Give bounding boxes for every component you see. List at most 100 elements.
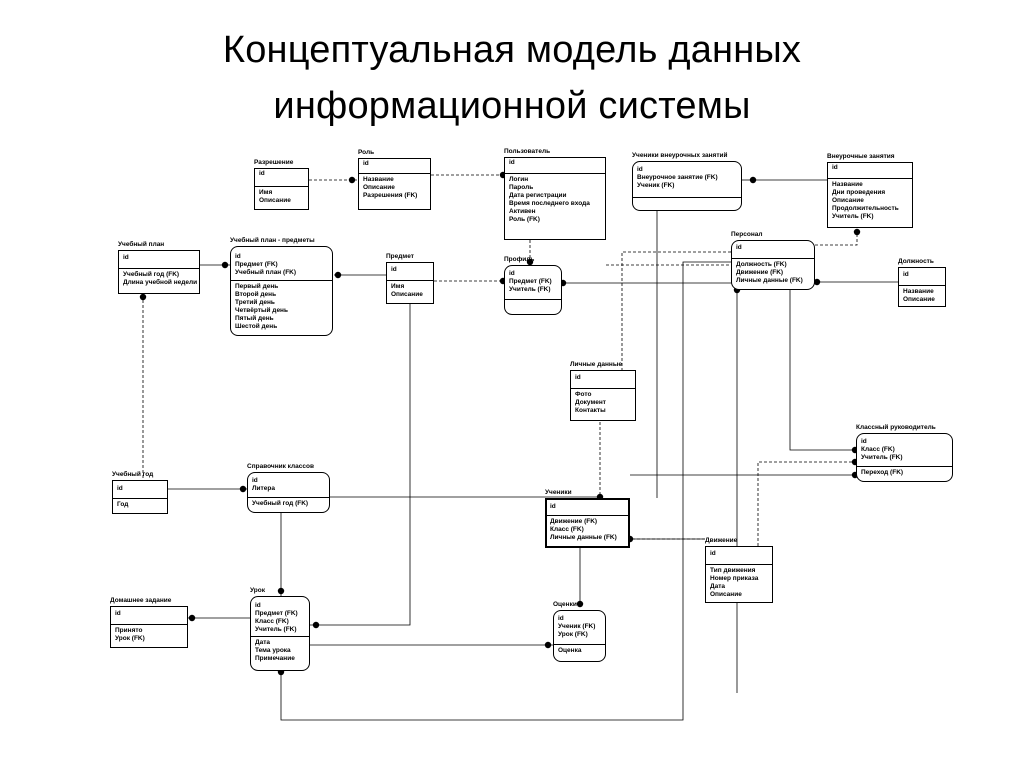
entity-polzovatel: Пользователь id Логин Пароль Дата регист… [504, 148, 606, 240]
entity-urok: Урок id Предмет (FK) Класс (FK) Учитель … [250, 587, 310, 671]
key-attr: id [637, 166, 643, 173]
key-attr: Внеурочное занятие (FK) [637, 174, 718, 181]
entity-name: Движение [705, 537, 738, 544]
attr: Движение (FK) [736, 269, 784, 276]
attr: Второй день [235, 291, 277, 298]
key-attr: id [736, 244, 742, 251]
rel-lichn-personal [621, 251, 734, 371]
entity-domashnee-zadanie: Домашнее задание id Принято Урок (FK) [110, 597, 188, 648]
key-attr: id [235, 253, 241, 260]
attr: Контакты [575, 407, 606, 414]
attr: Описание [710, 591, 742, 598]
key-attr: id [117, 485, 123, 492]
attr: Описание [832, 197, 864, 204]
entity-personal: Персонал id Должность (FK) Движение (FK)… [731, 231, 815, 290]
entity-uchebny-plan: Учебный план id Учебный год (FK) Длина у… [118, 241, 200, 294]
key-attr: id [861, 438, 867, 445]
attr: Роль (FK) [509, 216, 540, 223]
attr: Урок (FK) [115, 635, 145, 642]
entity-name: Пользователь [504, 148, 551, 155]
key-attr: Ученик (FK) [558, 623, 596, 630]
attr: Продолжительность [832, 205, 899, 212]
entity-name: Учебный план [118, 241, 165, 248]
entity-name: Учебный год [112, 471, 154, 478]
attr: Описание [363, 184, 395, 191]
entity-name: Ученики [545, 489, 572, 496]
key-attr: Предмет (FK) [235, 261, 278, 268]
key-attr: Предмет (FK) [255, 610, 298, 617]
attr: Переход (FK) [861, 469, 904, 476]
rel-predmet-urok [310, 304, 411, 626]
slide-title-line-2: информационной системы [273, 85, 751, 127]
key-attr: id [710, 550, 716, 557]
attr: Имя [391, 283, 405, 290]
key-attr: id [509, 159, 515, 166]
key-attr: id [363, 160, 369, 167]
entity-name: Разрешение [254, 159, 294, 166]
key-attr: Учитель (FK) [509, 286, 551, 293]
attr: Пароль [509, 184, 534, 191]
key-attr: id [115, 610, 121, 617]
rel-urok-loop [280, 261, 734, 721]
attr: Учебный год (FK) [123, 271, 180, 278]
entity-name: Учебный план - предметы [230, 237, 315, 244]
entity-profil: Профиль id Предмет (FK) Учитель (FK) [504, 256, 562, 315]
entity-ucheniki-vneurochnyh: Ученики внеурочных занятий id Внеурочное… [632, 152, 742, 211]
attr: Должность (FK) [736, 261, 787, 268]
attr: Название [832, 181, 863, 188]
attr: Номер приказа [710, 575, 759, 582]
entity-razreshenie: Разрешение id Имя Описание [254, 159, 309, 210]
key-attr: Класс (FK) [861, 446, 895, 453]
key-attr: id [391, 266, 397, 273]
key-attr: id [903, 271, 909, 278]
entity-name: Домашнее задание [110, 597, 172, 604]
attr: Разрешения (FK) [363, 192, 418, 199]
attr: Дата [255, 639, 271, 646]
entity-name: Оценки [553, 601, 577, 608]
attr: Год [117, 501, 129, 508]
entity-uchebny-plan-predmety: Учебный план - предметы id Предмет (FK) … [230, 237, 333, 336]
entity-name: Урок [250, 587, 265, 594]
key-attr: id [255, 602, 261, 609]
attr: Третий день [235, 299, 275, 306]
entity-name: Справочник классов [247, 463, 314, 470]
entity-name: Предмет [386, 253, 414, 260]
key-attr: id [252, 477, 258, 484]
attr: Движение (FK) [550, 518, 598, 525]
entity-name: Ученики внеурочных занятий [632, 152, 728, 159]
key-attr: id [558, 615, 564, 622]
key-attr: id [832, 164, 838, 171]
entity-ucheniki: Ученики id Движение (FK) Класс (FK) Личн… [545, 489, 630, 548]
attr: Фото [575, 391, 592, 398]
attr: Логин [509, 176, 529, 183]
key-attr: Ученик (FK) [637, 182, 675, 189]
key-attr: Учитель (FK) [861, 454, 903, 461]
attr: Длина учебной недели [123, 279, 198, 286]
attr: Время последнего входа [509, 200, 590, 207]
entity-ocenki: Оценки id Ученик (FK) Урок (FK) Оценка [553, 601, 606, 662]
entity-uchebny-god: Учебный год id Год [112, 471, 168, 514]
entity-name: Должность [898, 258, 934, 265]
attr: Учитель (FK) [832, 213, 874, 220]
entity-vneurochnye-zanyatiya: Внеурочные занятия id Название Дни прове… [827, 153, 913, 228]
attr: Принято [115, 627, 143, 634]
key-attr: Учебный план (FK) [235, 269, 297, 276]
attr: Активен [509, 208, 536, 215]
attr: Название [363, 176, 394, 183]
entity-name: Роль [358, 149, 375, 156]
entity-rol: Роль id Название Описание Разрешения (FK… [358, 149, 431, 210]
key-attr: Предмет (FK) [509, 278, 552, 285]
key-attr: Класс (FK) [255, 618, 289, 625]
attr: Личные данные (FK) [736, 277, 803, 284]
attr: Документ [575, 399, 606, 406]
key-attr: id [123, 254, 129, 261]
entity-name: Внеурочные занятия [827, 153, 895, 160]
attr: Тема урока [255, 647, 291, 654]
attr: Учебный год (FK) [252, 500, 309, 507]
entity-name: Персонал [731, 231, 763, 238]
key-attr: Литера [252, 485, 275, 492]
entity-name: Личные данные [570, 361, 622, 368]
entity-klassny-rukovoditel: Классный руководитель id Класс (FK) Учит… [856, 424, 953, 482]
